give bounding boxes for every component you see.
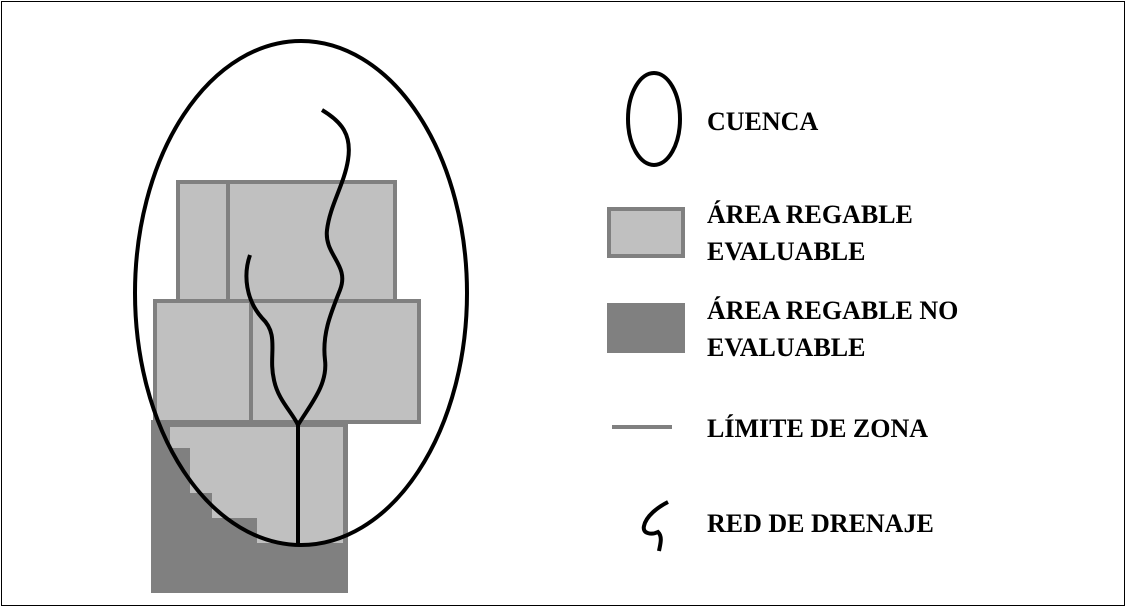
legend-zone-boundary-label: LÍMITE DE ZONA [707, 414, 929, 443]
drainage-main-channel [296, 108, 351, 545]
legend-non-evaluable-label-line1: ÁREA REGABLE NO [707, 296, 959, 325]
watershed-ellipse [133, 39, 469, 547]
legend-evaluable-symbol [607, 207, 685, 258]
legend-cuenca-symbol [626, 71, 682, 167]
legend-evaluable-label-line1: ÁREA REGABLE [707, 200, 913, 229]
legend-drainage-symbol [641, 500, 669, 552]
drainage-tributary [244, 254, 300, 426]
evaluable-zone-bottom [166, 423, 347, 547]
legend-drainage-label: RED DE DRENAJE [707, 509, 934, 538]
evaluable-zone-top-right [226, 180, 397, 303]
legend-non-evaluable-symbol [607, 303, 685, 353]
legend-evaluable-label-line2: EVALUABLE [707, 237, 866, 266]
evaluable-zone-middle-right [249, 299, 421, 424]
evaluable-zone-top-left [176, 180, 230, 303]
evaluable-zone-middle-left [153, 299, 253, 424]
legend-cuenca-label: CUENCA [707, 107, 819, 136]
legend-non-evaluable-label-line2: EVALUABLE [707, 333, 866, 362]
